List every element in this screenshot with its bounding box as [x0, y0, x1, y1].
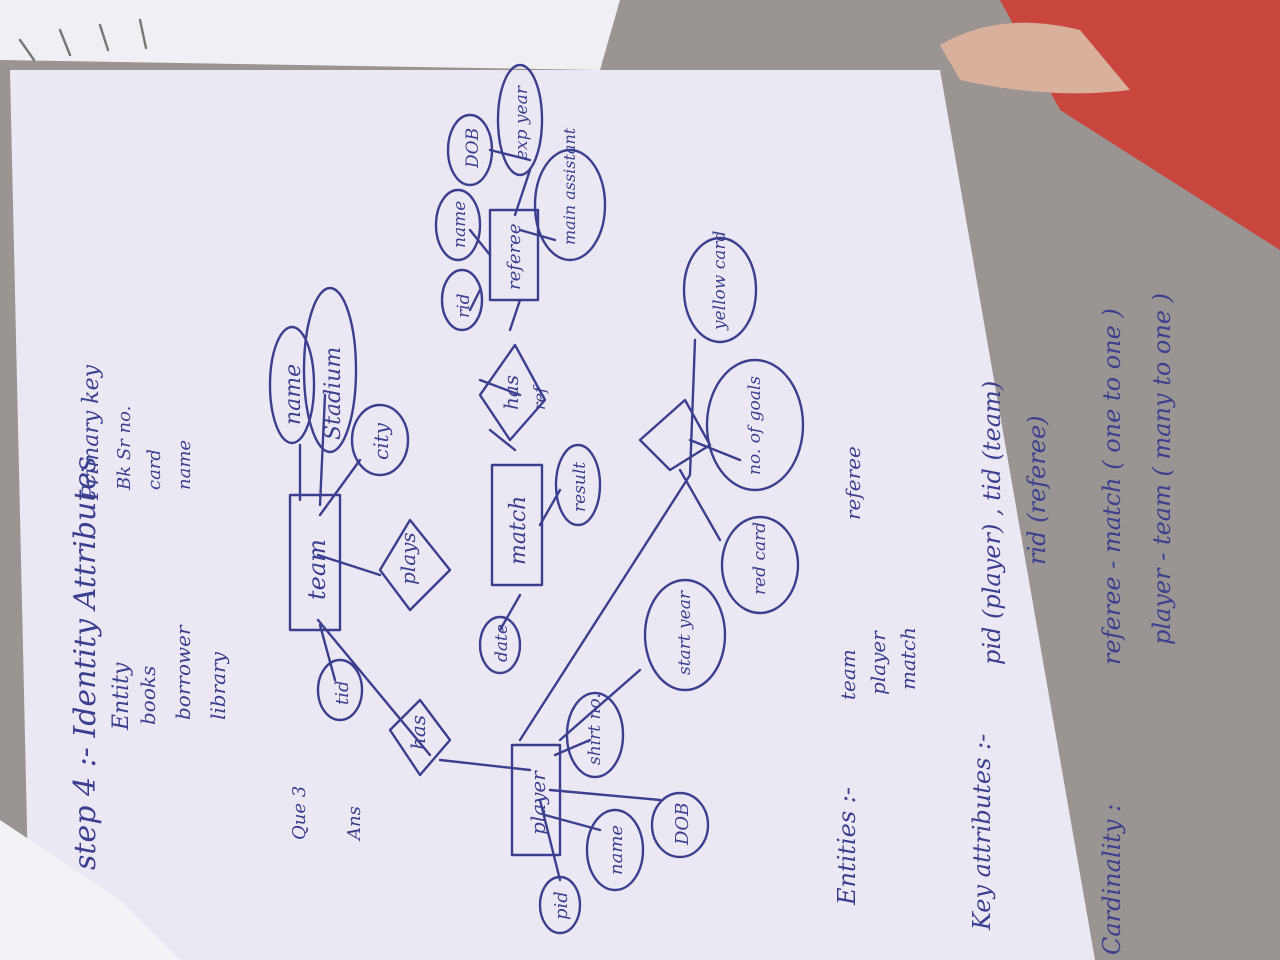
connector-lines: [298, 148, 742, 882]
entity-list-item-2: match: [896, 627, 920, 690]
relationship-plays-label: plays: [396, 532, 420, 585]
relationship-has-team-player-label: has: [406, 715, 430, 750]
entity-team: [288, 493, 342, 632]
attribute-referee-exp-year: exp year: [496, 63, 544, 177]
spiral-binding: [18, 18, 148, 62]
notes-block: step 4 :- Identity Attributes Entity Pri…: [68, 364, 365, 870]
attribute-referee-rid: rid: [440, 268, 484, 332]
attribute-yellow-card: yellow card: [682, 230, 758, 344]
attribute-player-shirt-no: shirt no.: [565, 691, 625, 779]
key-attributes-line2: rid (referee): [1023, 415, 1051, 565]
attribute-player-shirt-no-label: shirt no.: [585, 693, 605, 765]
attribute-referee-exp-year-label: exp year: [512, 85, 532, 160]
attribute-player-pid-label: pid: [551, 891, 572, 920]
finger: [940, 22, 1130, 94]
que-label: Que 3: [289, 786, 310, 840]
attribute-team-name: name: [268, 325, 316, 445]
paper-under-top: [0, 0, 620, 70]
note-borrower-key: card: [144, 449, 165, 490]
note-library-key: name: [174, 440, 195, 490]
attribute-player-name-label: name: [606, 825, 627, 875]
attribute-player-dob: DOB: [650, 791, 710, 859]
entity-list-item-0: team: [836, 649, 860, 700]
entity-match: [490, 463, 544, 587]
attribute-match-result: result: [554, 443, 602, 527]
entities-label: Entities :-: [833, 787, 861, 906]
key-attributes-line1: pid (player) , tid (team): [978, 381, 1006, 665]
page-corner: [0, 820, 180, 960]
attribute-no-of-goals: no. of goals: [705, 358, 805, 492]
attribute-referee-dob: DOB: [446, 113, 494, 187]
relationship-plays: [378, 518, 452, 612]
cardinality-line2: player - team ( many to one ): [1148, 293, 1176, 645]
answers-block: Entities :- team player match referee Ke…: [833, 293, 1176, 955]
entity-team-label: team: [303, 539, 331, 600]
note-library: library: [206, 651, 230, 720]
attribute-player-name: name: [585, 808, 645, 892]
step-heading: step 4 :- Identity Attributes: [68, 456, 103, 870]
entity-player: [510, 743, 562, 857]
attribute-team-tid-label: tid: [332, 680, 353, 705]
entity-match-label: match: [506, 496, 531, 565]
cardinality-line1: referee - match ( one to one ): [1098, 308, 1126, 665]
attribute-player-start-year: start year: [643, 578, 727, 692]
attribute-yellow-card-label: yellow card: [710, 230, 730, 331]
attribute-referee-name-label: name: [450, 201, 470, 248]
attribute-team-stadium: Stadium: [302, 286, 358, 454]
notebook-page: [10, 70, 1095, 960]
attribute-team-city: city: [350, 403, 410, 477]
attribute-referee-rid-label: rid: [454, 293, 474, 318]
attribute-referee-main-assistant: main assistant: [533, 127, 607, 262]
note-borrower: borrower: [171, 624, 195, 720]
note-book-key: Bk Sr no.: [114, 406, 135, 491]
entity-list-item-1: player: [866, 630, 890, 695]
relationship-has-match-referee: [478, 343, 547, 442]
cardinality-label: Cardinality :: [1098, 804, 1126, 955]
entity-referee: [488, 208, 540, 302]
entity-list-item-3: referee: [841, 446, 865, 520]
attribute-team-city-label: city: [369, 422, 393, 460]
attribute-match-date: date: [478, 615, 522, 675]
attribute-referee-name: name: [434, 188, 482, 262]
attribute-team-stadium-label: Stadium: [321, 347, 346, 440]
attribute-referee-dob-label: DOB: [463, 128, 483, 169]
attribute-referee-main-assistant-label: main assistant: [560, 127, 579, 245]
entity-column-label: Entity: [109, 662, 134, 731]
relationship-has-match-referee-sub: ref: [530, 384, 549, 410]
relationship-has-match-referee-label: has: [499, 375, 523, 410]
attribute-team-tid: tid: [316, 658, 364, 722]
primary-key-column-label: Primary key: [79, 364, 104, 501]
attribute-team-name-label: name: [281, 364, 306, 425]
attribute-player-start-year-label: start year: [675, 590, 695, 675]
entity-player-label: player: [526, 770, 550, 835]
er-diagram: plays has has ref team player match refe…: [268, 63, 805, 935]
note-books: books: [136, 666, 160, 725]
entity-referee-label: referee: [504, 224, 525, 290]
attribute-red-card-label: red card: [750, 522, 770, 595]
ans-label: Ans: [344, 806, 365, 842]
attribute-red-card: red card: [720, 515, 800, 615]
relationship-has-team-player: [388, 698, 452, 777]
attribute-player-dob-label: DOB: [672, 803, 693, 846]
key-attributes-label: Key attributes :-: [968, 734, 996, 931]
attribute-no-of-goals-label: no. of goals: [745, 376, 765, 475]
attribute-player-pid: pid: [538, 875, 582, 935]
attribute-match-result-label: result: [570, 462, 590, 512]
attribute-match-date-label: date: [492, 624, 512, 662]
